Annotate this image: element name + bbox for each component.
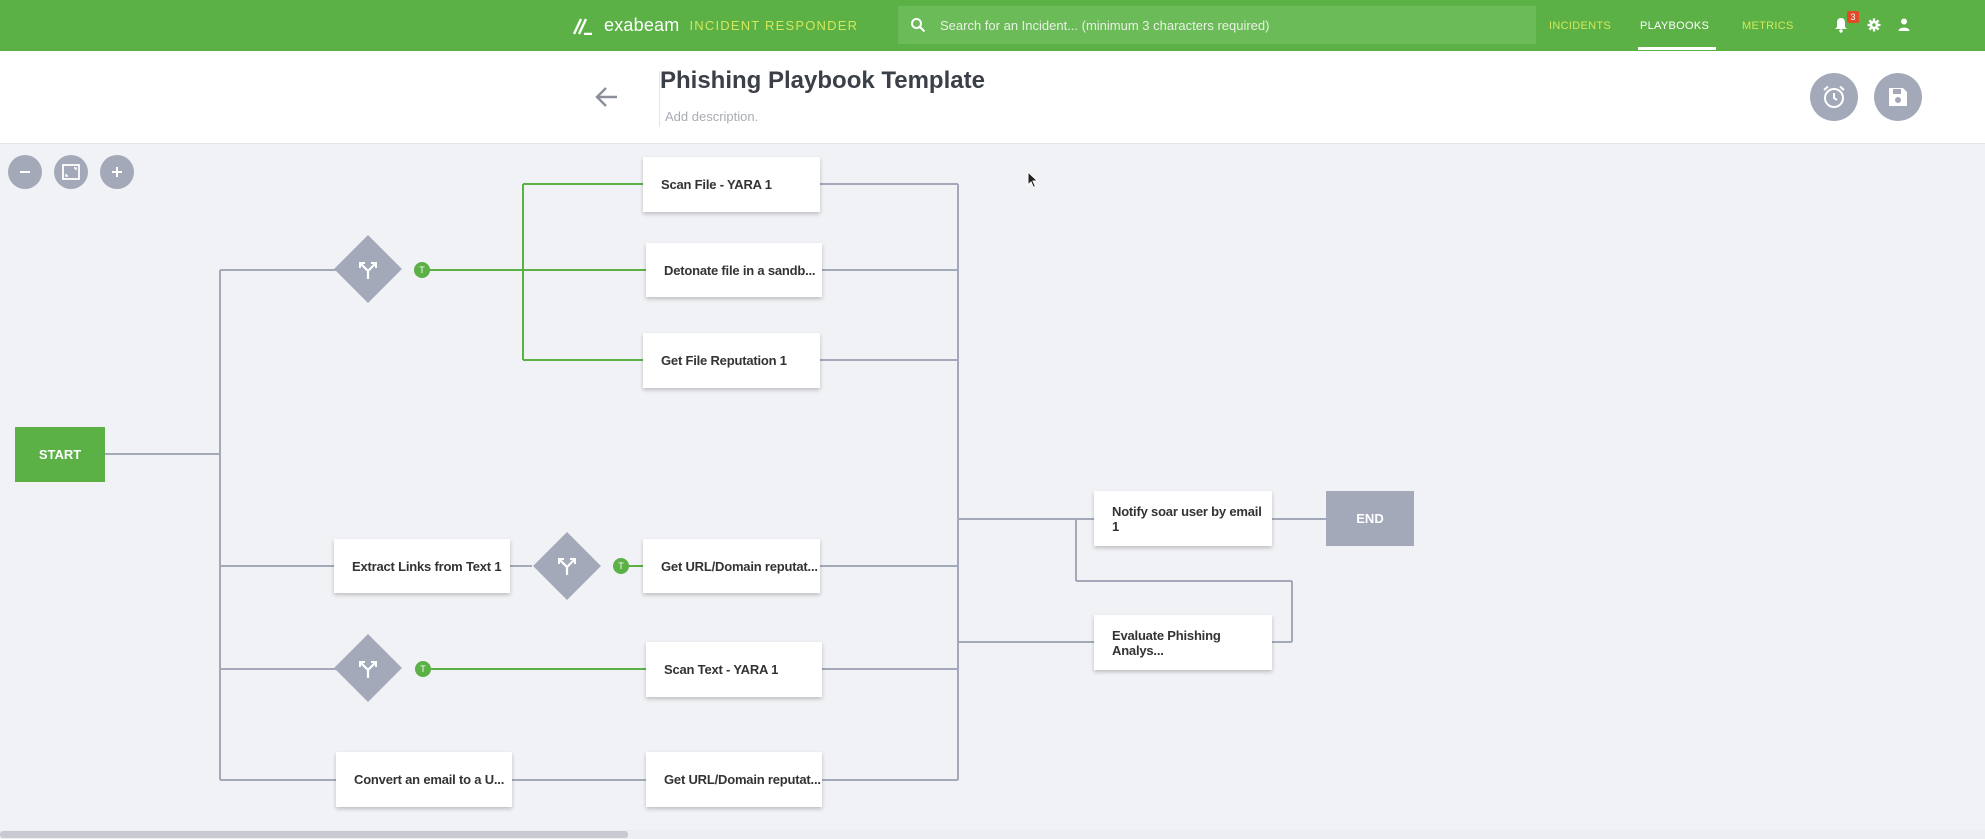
action-node-notify-soar-user[interactable]: Notify soar user by email 1	[1094, 491, 1272, 546]
exabeam-logo-icon	[572, 17, 592, 35]
action-node-extract-links[interactable]: Extract Links from Text 1	[334, 539, 510, 593]
nav-playbooks[interactable]: PLAYBOOKS	[1640, 19, 1710, 32]
gear-icon[interactable]	[1867, 18, 1881, 32]
action-node-get-file-reputation[interactable]: Get File Reputation 1	[643, 333, 820, 388]
user-profile-icon[interactable]	[1898, 18, 1910, 31]
save-disk-icon	[1889, 88, 1907, 106]
alarm-clock-icon	[1823, 85, 1845, 108]
search-icon	[911, 18, 926, 33]
fit-to-screen-button[interactable]	[54, 155, 88, 189]
title-divider	[659, 71, 660, 127]
add-description-field[interactable]: Add description.	[665, 109, 759, 124]
plus-icon	[112, 167, 122, 177]
notification-badge: 3	[1847, 11, 1859, 23]
exabeam-logo[interactable]: exabeam INCIDENT RESPONDER	[572, 13, 858, 38]
action-node-evaluate-phishing[interactable]: Evaluate Phishing Analys...	[1094, 615, 1272, 670]
branch-icon	[558, 558, 576, 575]
save-button[interactable]	[1874, 73, 1922, 121]
mouse-cursor-icon	[1027, 171, 1039, 189]
back-arrow-icon[interactable]	[594, 84, 620, 110]
logo-subtitle: INCIDENT RESPONDER	[689, 18, 859, 33]
branch-icon	[359, 661, 377, 678]
nav-metrics[interactable]: METRICS	[1742, 19, 1794, 32]
true-path-marker: T	[613, 558, 629, 574]
active-nav-indicator	[1638, 47, 1716, 50]
action-node-detonate-file[interactable]: Detonate file in a sandb...	[646, 243, 822, 297]
bell-icon[interactable]	[1834, 17, 1848, 33]
action-node-scan-file-yara[interactable]: Scan File - YARA 1	[643, 157, 820, 212]
action-node-scan-text-yara[interactable]: Scan Text - YARA 1	[646, 642, 822, 697]
minus-icon	[20, 171, 30, 173]
zoom-out-button[interactable]	[8, 155, 42, 189]
true-path-marker: T	[414, 262, 430, 278]
action-node-get-url-domain-reputation[interactable]: Get URL/Domain reputat...	[643, 539, 820, 593]
search-input[interactable]	[938, 16, 1536, 34]
action-node-convert-email[interactable]: Convert an email to a U...	[336, 752, 512, 807]
end-node[interactable]: END	[1326, 491, 1414, 546]
fit-screen-icon	[62, 164, 80, 180]
incident-search-box[interactable]	[898, 6, 1536, 44]
branch-icon	[359, 262, 377, 279]
logo-text: exabeam	[604, 15, 680, 35]
horizontal-scrollbar-thumb[interactable]	[0, 831, 628, 838]
playbook-title[interactable]: Phishing Playbook Template	[660, 67, 985, 94]
zoom-in-button[interactable]	[100, 155, 134, 189]
start-node[interactable]: START	[15, 427, 105, 482]
nav-incidents[interactable]: INCIDENTS	[1549, 19, 1611, 32]
horizontal-scrollbar-track[interactable]	[0, 830, 1985, 839]
playbook-header	[0, 51, 1985, 144]
action-node-get-url-domain-reputation[interactable]: Get URL/Domain reputat...	[646, 752, 822, 807]
true-path-marker: T	[415, 661, 431, 677]
schedule-button[interactable]	[1810, 73, 1858, 121]
